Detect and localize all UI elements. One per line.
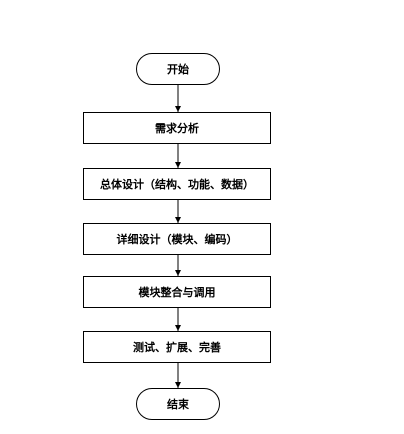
requirements-analysis-node: 需求分析 [83,112,271,144]
end-node: 结束 [136,388,220,420]
end-node-label: 结束 [167,398,189,411]
testing-label: 测试、扩展、完善 [133,341,221,354]
start-node-label: 开始 [167,63,189,76]
requirements-analysis-label: 需求分析 [155,122,199,135]
overall-design-node: 总体设计（结构、功能、数据） [83,168,271,200]
detailed-design-node: 详细设计（模块、编码） [83,223,271,255]
overall-design-label: 总体设计（结构、功能、数据） [100,178,254,191]
module-integration-node: 模块整合与调用 [83,276,271,308]
testing-node: 测试、扩展、完善 [83,331,271,363]
start-node: 开始 [136,53,220,85]
detailed-design-label: 详细设计（模块、编码） [116,233,238,246]
module-integration-label: 模块整合与调用 [138,286,216,299]
